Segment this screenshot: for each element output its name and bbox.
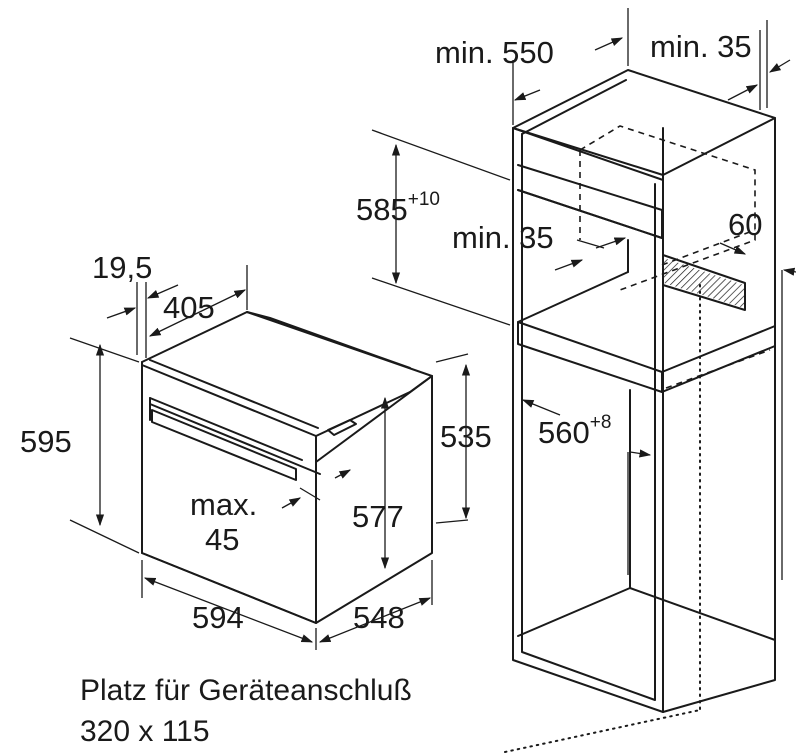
niche-height-tolerance: +10	[408, 189, 440, 210]
cabinet-depth-label: min. 550	[435, 35, 554, 70]
body-height-label: 577	[352, 499, 404, 534]
niche-width-label: 560+8	[538, 412, 611, 450]
oven-depth-label: 405	[163, 290, 215, 325]
vent-height-label: 60	[728, 207, 762, 242]
niche-width-tolerance: +8	[590, 412, 612, 433]
connection-space-caption-line1: Platz für Geräteanschluß	[80, 674, 412, 707]
cabinet-dimensions	[371, 8, 796, 580]
oven	[141, 311, 433, 624]
oven-height-label: 595	[20, 424, 72, 459]
oven-width-label: 594	[192, 600, 244, 635]
niche-height-label: 585+10	[356, 189, 440, 227]
handle-depth-label-line1: max.	[190, 487, 257, 522]
shelf-gap-label: min. 35	[452, 220, 554, 255]
handle-depth-label-line2: 45	[205, 522, 239, 557]
oven-dimensions	[69, 265, 471, 650]
body-depth-label: 548	[353, 600, 405, 635]
body-height-outer-label: 535	[440, 419, 492, 454]
niche-width-value: 560	[538, 415, 590, 450]
rear-gap-label: min. 35	[650, 29, 752, 64]
connection-space-caption-line2: 320 x 115	[80, 715, 210, 748]
panel-thickness-label: 19,5	[92, 250, 152, 285]
niche-height-value: 585	[356, 192, 408, 227]
tall-cabinet	[504, 69, 776, 753]
